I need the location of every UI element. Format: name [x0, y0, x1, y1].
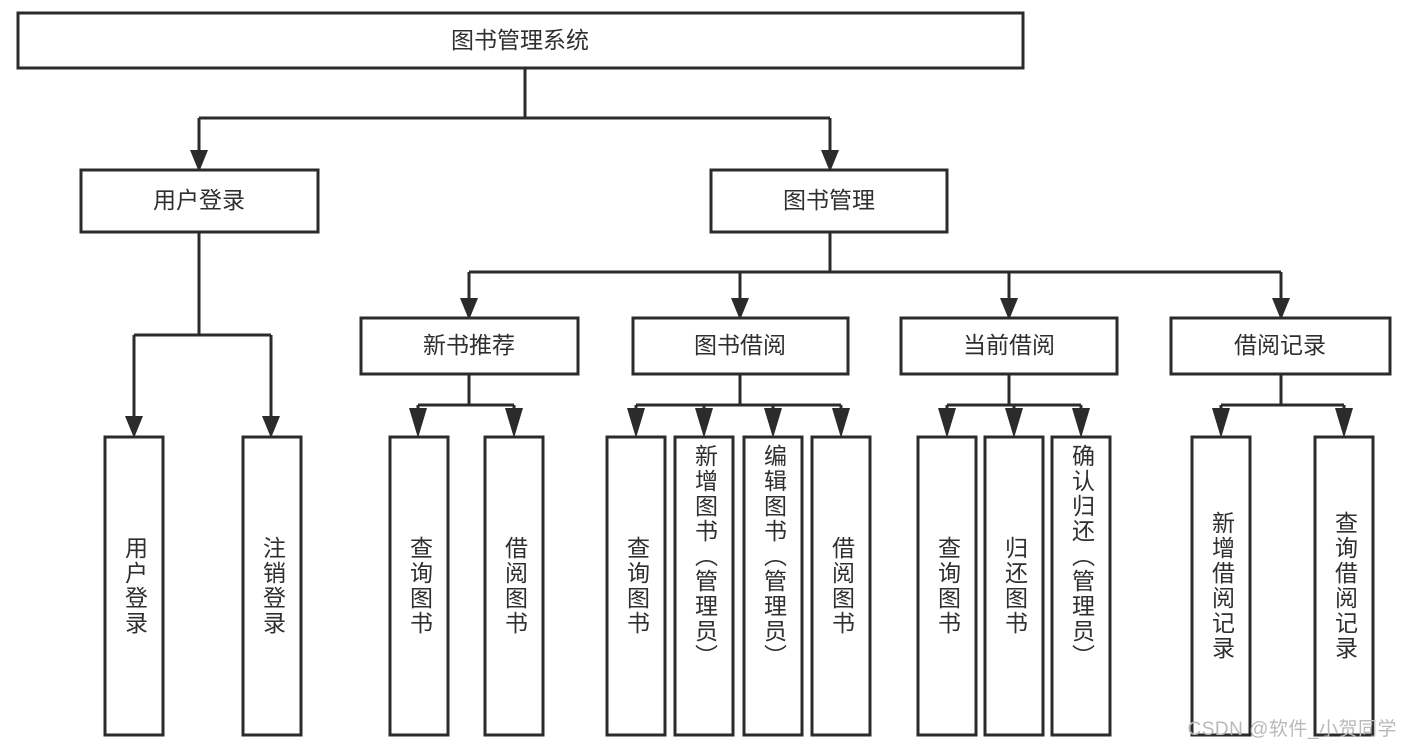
leaf-rect-user-login-1[interactable]: [103, 435, 165, 737]
leaf-rect-borrow-1[interactable]: [605, 435, 667, 737]
arrow-head-leaf-borrow-3: [764, 408, 782, 438]
arrow-head-leaf-recommend-2: [505, 408, 523, 438]
node-book-borrow-rect[interactable]: [631, 316, 850, 376]
arrow-head-leaf-borrow-1: [627, 408, 645, 438]
arrow-head-leaf-user-login: [125, 416, 143, 438]
arrow-head-current: [1000, 298, 1018, 320]
node-user-login[interactable]: 用户登录: [79, 168, 320, 234]
arrow-head-borrow: [731, 298, 749, 320]
node-current-borrow[interactable]: 当前借阅: [899, 316, 1119, 376]
arrow-head-leaf-recommend-1: [409, 408, 427, 438]
node-root-label: 图书管理系统: [451, 27, 589, 53]
node-borrow-record[interactable]: 借阅记录: [1169, 316, 1392, 376]
node-new-book-recommend[interactable]: 新书推荐: [359, 316, 580, 376]
leaf-rect-recommend-1[interactable]: [388, 435, 450, 737]
node-user-login-label: 用户登录: [153, 187, 245, 213]
arrow-head-record: [1272, 298, 1290, 320]
arrow-head-leaf-record-1: [1212, 408, 1230, 438]
node-current-borrow-label: 当前借阅: [963, 332, 1055, 358]
node-book-manage-label: 图书管理: [783, 187, 875, 213]
node-book-borrow-label: 图书借阅: [694, 332, 786, 358]
node-borrow-record-label: 借阅记录: [1234, 332, 1326, 358]
node-user-login-rect[interactable]: [79, 168, 320, 234]
arrow-head-leaf-current-3: [1072, 408, 1090, 438]
arrow-head-leaf-current-2: [1005, 408, 1023, 438]
node-root-rect[interactable]: [16, 11, 1025, 70]
arrow-head-user-login: [190, 150, 208, 172]
leaf-rect-borrow-4[interactable]: [810, 435, 872, 737]
leaf-rect-current-2[interactable]: [983, 435, 1045, 737]
arrow-head-leaf-record-2: [1335, 408, 1353, 438]
node-new-book-recommend-label: 新书推荐: [423, 332, 515, 358]
node-root[interactable]: 图书管理系统: [16, 11, 1025, 70]
connector-group: [125, 68, 1353, 438]
arrow-head-book-manage: [821, 150, 839, 172]
leaf-rect-borrow-3[interactable]: [742, 435, 804, 737]
leaf-rect-borrow-2[interactable]: [673, 435, 735, 737]
node-new-book-recommend-rect[interactable]: [359, 316, 580, 376]
leaf-rect-user-login-2[interactable]: [241, 435, 303, 737]
arrow-head-leaf-logout: [262, 416, 280, 438]
csdn-watermark: CSDN @软件_小贺同学: [1187, 719, 1397, 740]
arrow-head-recommend: [460, 298, 478, 320]
leaf-rect-record-1[interactable]: [1190, 435, 1252, 737]
leaf-rect-current-3[interactable]: [1050, 435, 1112, 737]
node-current-borrow-rect[interactable]: [899, 316, 1119, 376]
arrow-head-leaf-current-1: [938, 408, 956, 438]
arrow-head-leaf-borrow-2: [695, 408, 713, 438]
leaf-rect-recommend-2[interactable]: [483, 435, 545, 737]
leaf-rect-record-2[interactable]: [1313, 435, 1375, 737]
leaf-rect-current-1[interactable]: [916, 435, 978, 737]
node-book-borrow[interactable]: 图书借阅: [631, 316, 850, 376]
arrow-head-leaf-borrow-4: [832, 408, 850, 438]
node-book-manage-rect[interactable]: [709, 168, 949, 234]
node-book-manage[interactable]: 图书管理: [709, 168, 949, 234]
node-borrow-record-rect[interactable]: [1169, 316, 1392, 376]
